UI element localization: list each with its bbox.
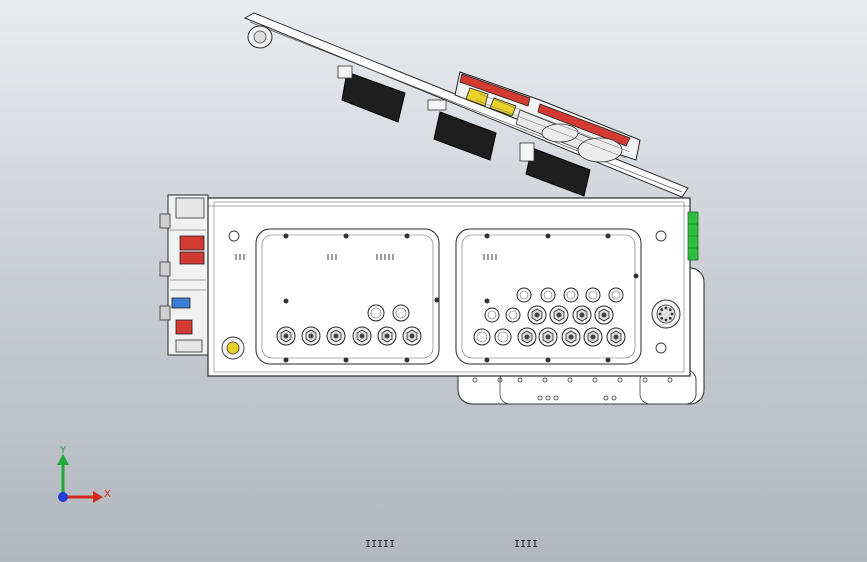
- panel-hole: [484, 307, 500, 323]
- base-screw: [617, 377, 623, 383]
- connector-pin: [660, 308, 664, 312]
- base-screw: [603, 395, 609, 401]
- gland-core: [283, 333, 289, 339]
- base-screw: [497, 377, 503, 383]
- panel-hole-inner: [508, 310, 518, 320]
- panel-screw: [633, 273, 639, 279]
- panel-hole-inner: [497, 331, 509, 343]
- left-side-connectors: [159, 194, 209, 356]
- connector-pin: [664, 318, 668, 322]
- base-screw: [667, 377, 673, 383]
- gland-core: [534, 312, 540, 318]
- coordinate-triad-icon: Y X: [57, 445, 111, 503]
- base-screw: [517, 377, 523, 383]
- panel-hole-inner: [370, 307, 382, 319]
- panel-screw: [404, 357, 410, 363]
- gland-core: [601, 312, 607, 318]
- gland-core: [359, 333, 365, 339]
- base-screw: [545, 395, 551, 401]
- gland-core: [333, 333, 339, 339]
- panel-hole: [516, 287, 532, 303]
- connector-pin: [668, 308, 672, 312]
- connector-pin: [670, 312, 674, 316]
- y-axis-label: Y: [59, 445, 67, 456]
- panel-hole: [585, 287, 601, 303]
- round-connector: [651, 299, 681, 329]
- gland-core: [590, 334, 596, 340]
- lid-module-3: [519, 142, 591, 197]
- panel-hole: [473, 328, 491, 346]
- panel-screw: [605, 233, 611, 239]
- gland-core: [579, 312, 585, 318]
- gland-core: [556, 312, 562, 318]
- bottom-mark-right: IIII: [514, 539, 539, 550]
- base-screw: [592, 377, 598, 383]
- panel-hole: [608, 287, 624, 303]
- panel-details: [235, 233, 674, 401]
- connector-pin: [658, 312, 662, 316]
- base-screw: [542, 377, 548, 383]
- panel-hole-inner: [566, 290, 576, 300]
- panel-hole-inner: [519, 290, 529, 300]
- connector-pin: [668, 316, 672, 320]
- base-screw: [642, 377, 648, 383]
- panel-screw: [484, 357, 490, 363]
- panel-screw: [283, 298, 289, 304]
- connector-pin: [660, 316, 664, 320]
- panel-hole-inner: [476, 331, 488, 343]
- base-screw: [553, 395, 559, 401]
- x-axis-label: X: [104, 489, 111, 500]
- base-screw: [537, 395, 543, 401]
- panel-hole: [563, 287, 579, 303]
- panel-hole: [392, 304, 410, 322]
- bottom-mark-left: IIIII: [365, 539, 396, 550]
- base-screw: [472, 377, 478, 383]
- panel-screw: [545, 233, 551, 239]
- lid-module-1: [337, 65, 406, 123]
- gland-core: [384, 333, 390, 339]
- panel-screw: [434, 297, 440, 303]
- panel-screw: [484, 233, 490, 239]
- panel-hole-inner: [611, 290, 621, 300]
- panel-screw: [343, 233, 349, 239]
- connector-pin: [664, 306, 668, 310]
- panel-hole-inner: [487, 310, 497, 320]
- base-screw: [567, 377, 573, 383]
- panel-hole-inner: [543, 290, 553, 300]
- panel-screw: [545, 357, 551, 363]
- gland-core: [545, 334, 551, 340]
- panel-hole: [540, 287, 556, 303]
- gland-core: [524, 334, 530, 340]
- gland-core: [409, 333, 415, 339]
- panel-screw: [283, 357, 289, 363]
- panel-hole: [505, 307, 521, 323]
- panel-screw: [605, 357, 611, 363]
- tilted-lid: [243, 12, 689, 198]
- panel-screw: [484, 298, 490, 304]
- base-screw: [611, 395, 617, 401]
- panel-hole-inner: [395, 307, 407, 319]
- left-cable-gland: [221, 336, 245, 360]
- panel-screw: [404, 233, 410, 239]
- panel-screw: [343, 357, 349, 363]
- lid-connector-stack: [454, 71, 641, 163]
- lid-module-2: [427, 99, 497, 161]
- gland-core: [613, 334, 619, 340]
- panel-hole: [367, 304, 385, 322]
- panel-hole-inner: [588, 290, 598, 300]
- gland-core: [568, 334, 574, 340]
- panel-hole: [494, 328, 512, 346]
- panel-screw: [283, 233, 289, 239]
- gland-core: [308, 333, 314, 339]
